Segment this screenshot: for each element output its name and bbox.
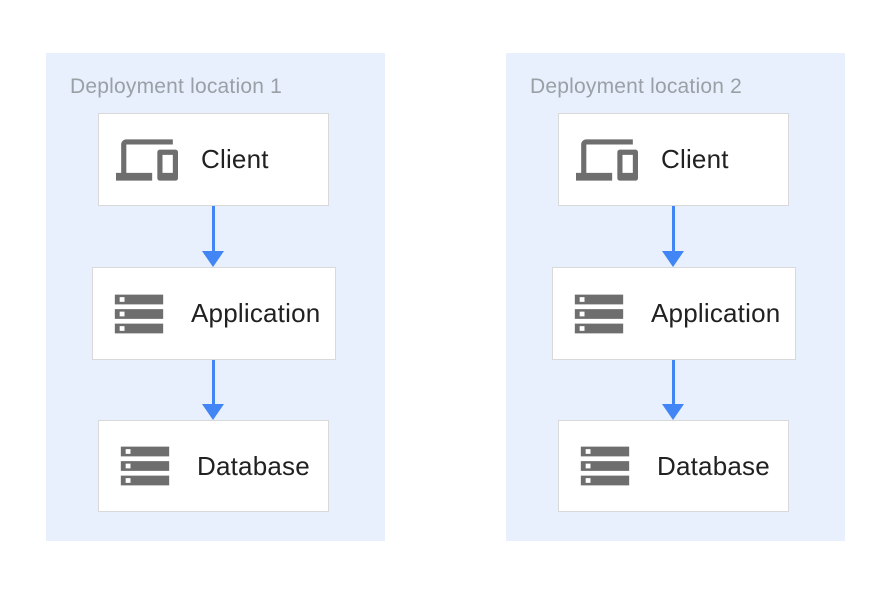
arrow-head-icon [202,251,224,267]
database-node: Database [98,420,329,512]
deployment-location-1-panel: Deployment location 1 Client Application [46,53,385,541]
storage-icon [116,437,174,495]
client-node: Client [558,113,789,206]
storage-icon [576,437,634,495]
arrow-line [671,206,675,251]
node-label: Database [197,450,310,481]
arrow-application-to-database [661,360,685,420]
client-node: Client [98,113,329,206]
node-label: Application [191,298,321,328]
arrow-client-to-application [201,206,225,267]
arrow-application-to-database [201,360,225,420]
deployment-location-2-panel: Deployment location 2 Client Application [506,53,845,541]
storage-icon [110,285,168,343]
devices-icon [116,129,178,191]
node-label: Application [651,298,781,328]
arrow-head-icon [662,251,684,267]
arrow-line [671,360,675,404]
node-label: Database [657,450,770,481]
arrow-line [211,206,215,251]
database-node: Database [558,420,789,512]
application-node: Application [552,267,796,360]
node-label: Client [201,144,269,174]
arrow-head-icon [202,404,224,420]
deployment-location-2-title: Deployment location 2 [530,75,742,98]
arrow-head-icon [662,404,684,420]
node-label: Client [661,144,729,174]
arrow-client-to-application [661,206,685,267]
devices-icon [576,129,638,191]
storage-icon [570,285,628,343]
deployment-location-1-title: Deployment location 1 [70,75,282,98]
arrow-line [211,360,215,404]
application-node: Application [92,267,336,360]
